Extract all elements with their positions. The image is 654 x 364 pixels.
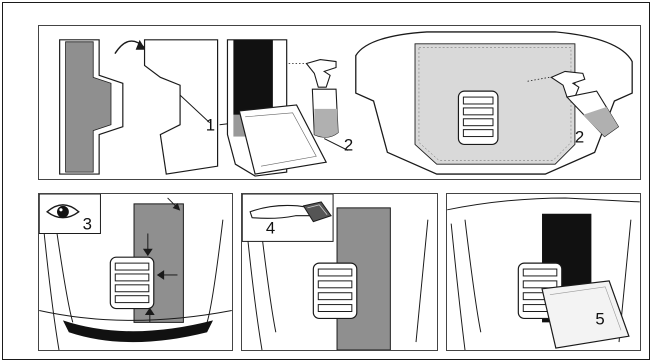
- hood-vent: [313, 263, 356, 318]
- squeegee-illustration: 4: [242, 194, 437, 350]
- top-illustration: 1 2: [39, 26, 640, 179]
- hood-vent: [110, 257, 153, 308]
- step-label-5: 5: [595, 309, 604, 328]
- hood-vent: [458, 91, 497, 144]
- panel-top-application-prep: 1 2: [38, 25, 641, 180]
- step-label-1: 1: [206, 116, 215, 135]
- backing-sheet-peeling: [542, 281, 629, 348]
- peel-illustration: 5: [447, 194, 640, 350]
- inspect-illustration: 3: [39, 194, 232, 350]
- black-stripe-peel: [227, 40, 326, 176]
- panel-bottom-right-peel-backing: 5: [446, 193, 641, 351]
- panel-bottom-middle-squeegee: 4: [241, 193, 438, 351]
- step-label-3: 3: [83, 215, 92, 234]
- step-label-4: 4: [266, 218, 275, 237]
- instruction-diagram: 1 2: [2, 2, 650, 360]
- step-label-2b: 2: [575, 127, 584, 146]
- gray-decal-shape: [60, 40, 123, 174]
- backing-paper: [145, 40, 218, 174]
- step-label-2a: 2: [344, 135, 353, 154]
- panel-bottom-left-inspect: 3: [38, 193, 233, 351]
